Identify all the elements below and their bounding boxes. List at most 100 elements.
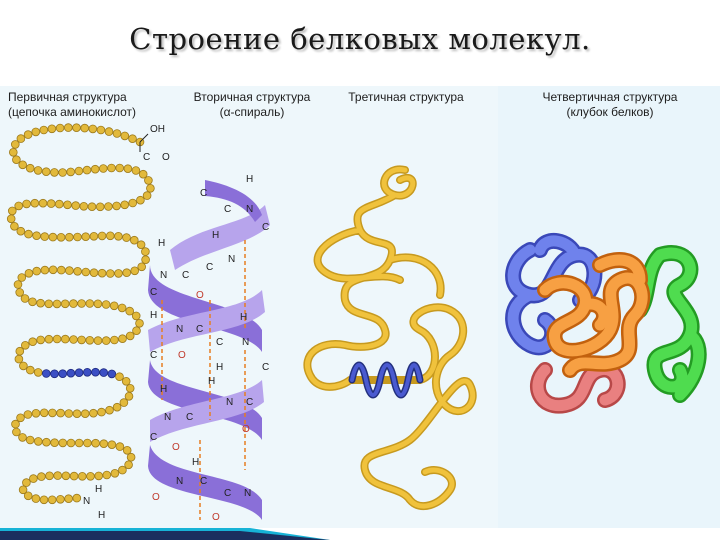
amino-acid-bead xyxy=(141,255,150,265)
amino-acid-bead xyxy=(18,433,27,442)
amino-acid-bead xyxy=(119,398,129,407)
amino-acid-bead xyxy=(8,148,18,157)
amino-acid-bead xyxy=(102,470,112,480)
amino-acid-bead xyxy=(77,299,86,308)
chem-c-label: C xyxy=(216,337,223,348)
amino-acid-bead xyxy=(125,331,135,341)
amino-acid-bead xyxy=(85,299,95,308)
amino-acid-bead xyxy=(107,440,117,450)
amino-acid-bead xyxy=(115,163,124,173)
amino-acid-bead xyxy=(93,299,103,309)
amino-acid-bead xyxy=(15,288,25,297)
chem-n-label: N xyxy=(246,204,253,215)
chem-h-label: H xyxy=(158,238,165,249)
amino-acid-bead-highlighted xyxy=(107,369,117,379)
chem-o-label: O xyxy=(196,290,204,301)
amino-acid-bead xyxy=(125,383,135,393)
amino-acid-bead xyxy=(50,168,59,177)
amino-acid-bead xyxy=(89,408,98,418)
chem-o-label: O xyxy=(212,512,220,523)
amino-acid-bead xyxy=(37,472,46,481)
amino-acid-bead xyxy=(138,169,148,179)
chem-h-label: H xyxy=(212,230,219,241)
amino-acid-bead xyxy=(20,294,30,303)
amino-acid-bead xyxy=(124,391,134,401)
alpha-helix xyxy=(148,180,270,520)
amino-acid-bead xyxy=(65,232,74,242)
amino-acid-bead xyxy=(31,127,41,137)
amino-acid-bead xyxy=(136,195,145,205)
amino-acid-bead xyxy=(40,265,50,275)
amino-acid-bead xyxy=(58,168,67,177)
amino-acid-bead xyxy=(130,266,140,276)
amino-acid-bead xyxy=(112,201,121,211)
chem-n-label: N xyxy=(226,397,233,408)
amino-acid-bead xyxy=(106,231,115,241)
amino-acid-bead xyxy=(137,262,147,272)
amino-acid-bead xyxy=(118,465,127,475)
amino-acid-bead xyxy=(79,202,89,211)
amino-acid-bead xyxy=(56,408,65,418)
amino-acid-bead xyxy=(72,493,82,503)
amino-acid-chain xyxy=(6,123,155,505)
panel-primary-structure xyxy=(0,86,172,528)
amino-acid-bead xyxy=(126,452,136,462)
chem-c-label: C xyxy=(182,270,189,281)
amino-acid-bead xyxy=(48,232,58,242)
amino-acid-bead xyxy=(69,299,78,308)
tertiary-heading: Третичная структура xyxy=(348,90,464,104)
subunit-blue xyxy=(505,233,603,356)
amino-acid-bead xyxy=(6,214,16,224)
amino-acid-bead xyxy=(56,494,65,504)
amino-acid-bead xyxy=(25,435,35,445)
amino-acid-bead xyxy=(66,438,76,448)
amino-acid-bead xyxy=(32,266,41,276)
amino-acid-bead xyxy=(64,494,73,504)
amino-acid-bead xyxy=(24,229,33,239)
amino-acid-bead xyxy=(19,361,28,371)
amino-acid-bead xyxy=(72,409,82,419)
amino-acid-bead xyxy=(55,123,65,133)
primary-caption: Первичная структура (цепочка аминокислот… xyxy=(8,90,136,120)
amino-acid-bead xyxy=(31,408,41,418)
amino-acid-bead xyxy=(69,335,78,344)
amino-acid-bead xyxy=(86,471,95,481)
amino-acid-bead-highlighted xyxy=(66,368,76,378)
chem-o-label: O xyxy=(152,492,160,503)
chem-n-label: N xyxy=(176,324,183,335)
amino-acid-bead xyxy=(95,202,105,212)
amino-acid-bead xyxy=(109,301,119,311)
amino-acid-bead xyxy=(120,200,129,210)
amino-acid-bead xyxy=(78,471,87,481)
amino-acid-bead xyxy=(82,165,92,175)
amino-acid-bead xyxy=(136,240,146,250)
amino-acid-bead xyxy=(18,485,28,495)
amino-acid-bead xyxy=(112,129,122,138)
chem-h-label: H xyxy=(246,174,253,185)
chem-c-label: C xyxy=(224,204,231,215)
amino-acid-bead xyxy=(64,123,73,132)
amino-acid-bead xyxy=(101,336,111,345)
amino-acid-bead xyxy=(45,471,54,481)
amino-acid-bead xyxy=(88,124,98,134)
quaternary-subheading: (клубок белков) xyxy=(566,105,654,119)
amino-acid-bead xyxy=(146,184,155,193)
amino-acid-bead xyxy=(114,269,123,278)
page-title: Строение белковых молекул. xyxy=(129,22,591,56)
primary-heading: Первичная структура xyxy=(8,90,127,104)
amino-acid-bead xyxy=(89,232,99,241)
amino-acid-bead xyxy=(39,125,49,135)
amino-acid-bead xyxy=(80,123,89,133)
amino-acid-bead xyxy=(38,198,48,208)
amino-acid-bead xyxy=(89,268,99,278)
chem-n-label: N xyxy=(228,254,235,265)
chem-c-label: C xyxy=(224,488,231,499)
amino-acid-bead xyxy=(33,437,43,446)
chem-h-label: H xyxy=(240,312,247,323)
amino-acid-bead-highlighted xyxy=(50,369,59,379)
amino-acid-bead xyxy=(46,199,56,208)
amino-acid-bead xyxy=(81,232,90,242)
chem-c-label: C xyxy=(196,324,203,335)
amino-acid-bead xyxy=(29,474,38,483)
amino-acid-bead xyxy=(39,495,49,505)
